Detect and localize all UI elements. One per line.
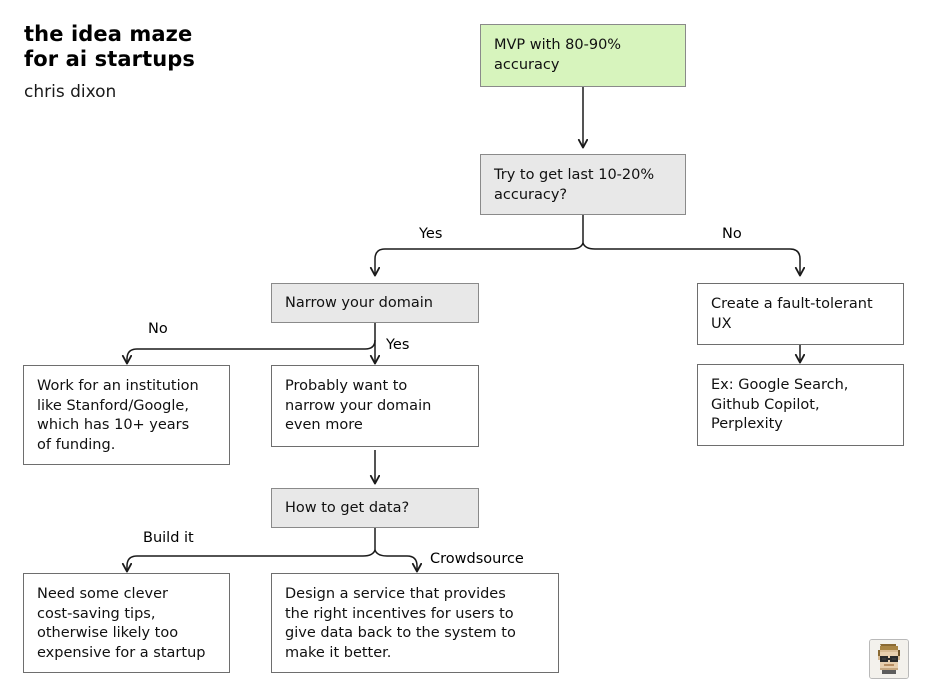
edge-label-crowdsource: Crowdsource [430, 551, 524, 567]
author-name: chris dixon [24, 82, 117, 102]
node-examples: Ex: Google Search, Github Copilot, Perpl… [697, 364, 904, 446]
title-line-2: for ai startups [24, 47, 195, 71]
edge-getdata-crowdsource [374, 549, 417, 571]
node-try-last-accuracy: Try to get last 10-20% accuracy? [480, 154, 686, 215]
node-fault-tolerant-ux: Create a fault-tolerant UX [697, 283, 904, 345]
page-title: the idea maze for ai startups chris dixo… [24, 22, 195, 102]
edge-trylast-yes [375, 242, 584, 275]
node-build-it-outcome: Need some clever cost-saving tips, other… [23, 573, 230, 673]
node-how-to-get-data: How to get data? [271, 488, 479, 528]
edge-label-build-it: Build it [143, 530, 194, 546]
edge-narrow-no [127, 339, 376, 363]
edge-label-no-top: No [722, 226, 742, 242]
edge-trylast-no [582, 242, 800, 275]
edge-getdata-buildit [127, 549, 376, 571]
node-crowdsource-outcome: Design a service that provides the right… [271, 573, 559, 673]
title-line-1: the idea maze [24, 22, 193, 46]
edge-label-yes-top: Yes [419, 226, 443, 242]
node-mvp: MVP with 80-90% accuracy [480, 24, 686, 87]
node-narrow-even-more: Probably want to narrow your domain even… [271, 365, 479, 447]
edge-label-no-narrow: No [148, 321, 168, 337]
avatar-face-icon [869, 639, 909, 679]
node-work-for-institution: Work for an institution like Stanford/Go… [23, 365, 230, 465]
node-narrow-your-domain: Narrow your domain [271, 283, 479, 323]
edge-label-yes-narrow: Yes [386, 337, 410, 353]
